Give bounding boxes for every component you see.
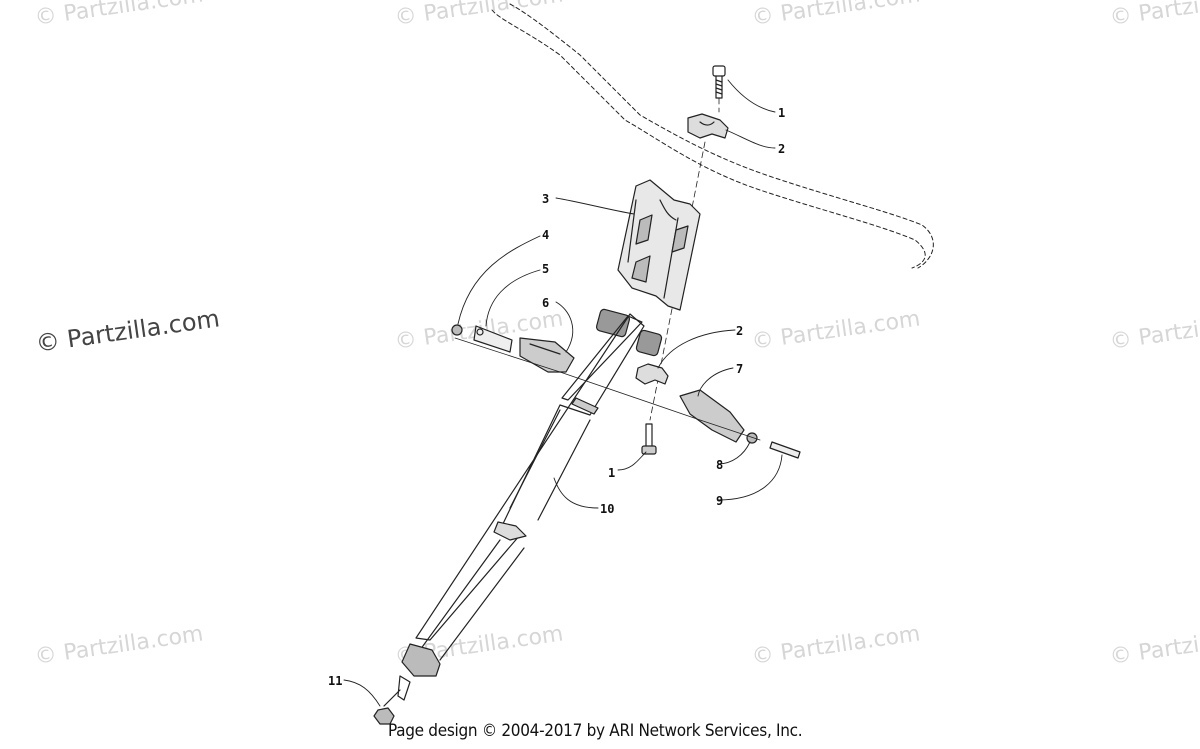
callout-11: 11 [328, 674, 343, 688]
callout-6: 6 [542, 296, 550, 310]
nut-right [746, 432, 758, 444]
callout-3: 3 [542, 192, 550, 206]
callout-7: 7 [736, 362, 744, 376]
callout-9: 9 [716, 494, 724, 508]
steering-post [397, 313, 645, 701]
callout-2: 2 [778, 142, 786, 156]
handlebar-outline [491, 3, 934, 269]
callout-1: 1 [778, 106, 786, 120]
callout-2b: 2 [736, 324, 744, 338]
clamp-top [687, 113, 729, 139]
nut-left [451, 324, 463, 336]
callout-5: 5 [542, 262, 550, 276]
left-block [519, 337, 575, 373]
callout-8: 8 [716, 458, 724, 472]
bolt-right [769, 441, 801, 459]
callout-4: 4 [542, 228, 550, 242]
copyright-footer: Page design © 2004-2017 by ARI Network S… [388, 721, 803, 741]
callout-10: 10 [600, 502, 615, 516]
leader-lines [343, 79, 783, 707]
bolt-lower [641, 423, 657, 455]
clamp-lower [635, 363, 669, 385]
riser [617, 179, 701, 311]
right-block [679, 389, 745, 443]
bolt-top [712, 65, 726, 99]
callout-1b: 1 [608, 466, 616, 480]
upper-stub [595, 308, 663, 357]
link-arm [473, 325, 513, 353]
nut-bottom [373, 707, 395, 725]
